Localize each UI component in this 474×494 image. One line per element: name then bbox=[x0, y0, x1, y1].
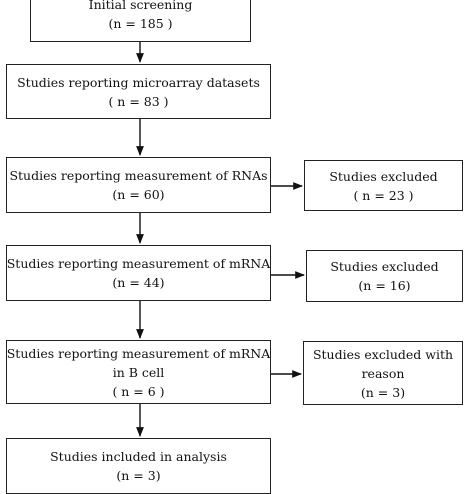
rna-studies-count: (n = 60) bbox=[112, 187, 165, 202]
mrna-bcell-studies-box: Studies reporting measurement of mRNA in… bbox=[6, 340, 271, 404]
mrna-bcell-studies-label-cont: in B cell bbox=[112, 364, 165, 380]
included-studies-count: (n = 3) bbox=[116, 468, 161, 483]
included-studies-box: Studies included in analysis (n = 3) bbox=[6, 438, 271, 494]
rna-studies-box: Studies reporting measurement of RNAs (n… bbox=[6, 157, 271, 213]
excluded-3-label: Studies excluded with bbox=[312, 346, 454, 362]
identified-records-box: Initial screening (n = 185 ) bbox=[30, 0, 251, 42]
excluded-box-2: Studies excluded (n = 16) bbox=[306, 250, 463, 302]
mrna-studies-label: Studies reporting measurement of mRNA bbox=[6, 256, 271, 271]
mrna-studies-box: Studies reporting measurement of mRNA (n… bbox=[6, 245, 271, 301]
microarray-studies-count: ( n = 83 ) bbox=[108, 93, 169, 109]
microarray-studies-label: Studies reporting microarray datasets bbox=[17, 74, 260, 90]
excluded-2-label: Studies excluded bbox=[330, 259, 439, 274]
excluded-3-count: (n = 3) bbox=[360, 384, 406, 400]
microarray-studies-box: Studies reporting microarray datasets ( … bbox=[6, 64, 271, 119]
excluded-1-count: ( n = 23 ) bbox=[353, 187, 414, 203]
mrna-bcell-studies-label: Studies reporting measurement of mRNA bbox=[6, 345, 271, 361]
rna-studies-label: Studies reporting measurement of RNAs bbox=[9, 168, 268, 183]
excluded-box-1: Studies excluded ( n = 23 ) bbox=[304, 160, 463, 211]
excluded-2-count: (n = 16) bbox=[358, 278, 411, 293]
connector-arrows bbox=[136, 42, 305, 437]
mrna-studies-count: (n = 44) bbox=[112, 275, 165, 290]
excluded-3-label-cont: reason bbox=[361, 365, 405, 381]
identified-records-count: (n = 185 ) bbox=[108, 16, 173, 31]
included-studies-label: Studies included in analysis bbox=[50, 449, 227, 464]
excluded-1-label: Studies excluded bbox=[329, 168, 438, 184]
identified-records-label: Initial screening bbox=[88, 0, 193, 12]
mrna-bcell-studies-count: ( n = 6 ) bbox=[112, 383, 165, 399]
excluded-box-3: Studies excluded with reason (n = 3) bbox=[303, 341, 463, 405]
